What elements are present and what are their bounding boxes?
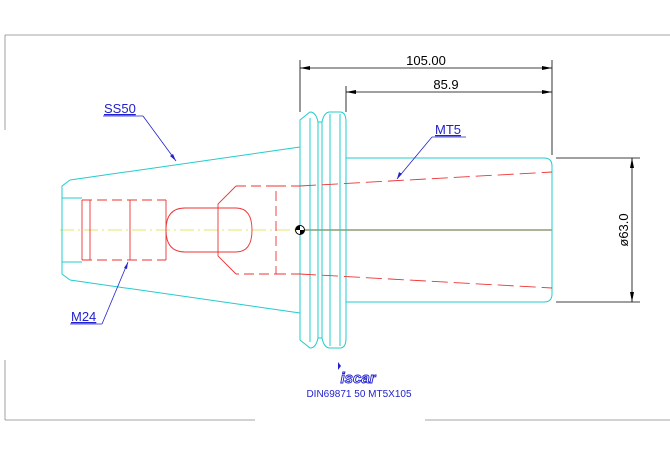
shank-outline: [345, 147, 553, 313]
dimension-overall-length: [299, 60, 553, 155]
dimension-taper-length: [345, 86, 552, 112]
holder-outline: [61, 111, 553, 349]
leader-mt5: [396, 136, 466, 180]
dimension-diameter: [556, 157, 640, 303]
leader-m24: [70, 261, 129, 325]
label-ss50: SS50: [104, 101, 136, 116]
flange-top: [299, 111, 347, 147]
taper-length-value: 85.9: [433, 77, 458, 92]
overall-length-value: 105.00: [406, 53, 446, 68]
drive-slot: [165, 207, 253, 253]
taper-top-edge: [69, 146, 301, 181]
part-caption: DIN69871 50 MT5X105: [306, 389, 412, 400]
logo-text: iscar: [340, 370, 376, 387]
label-mt5: MT5: [435, 122, 461, 137]
diameter-value: ø63.0: [616, 213, 631, 246]
flange-bottom: [299, 313, 347, 349]
leader-ss50: [103, 115, 177, 162]
frame-lines: [4, 34, 670, 421]
taper-nose: [61, 179, 71, 281]
taper-bottom-edge: [69, 279, 301, 314]
iscar-logo: iscar: [338, 362, 377, 387]
center-marker: [295, 225, 305, 235]
hidden-features: [81, 171, 553, 289]
label-m24: M24: [71, 309, 96, 324]
